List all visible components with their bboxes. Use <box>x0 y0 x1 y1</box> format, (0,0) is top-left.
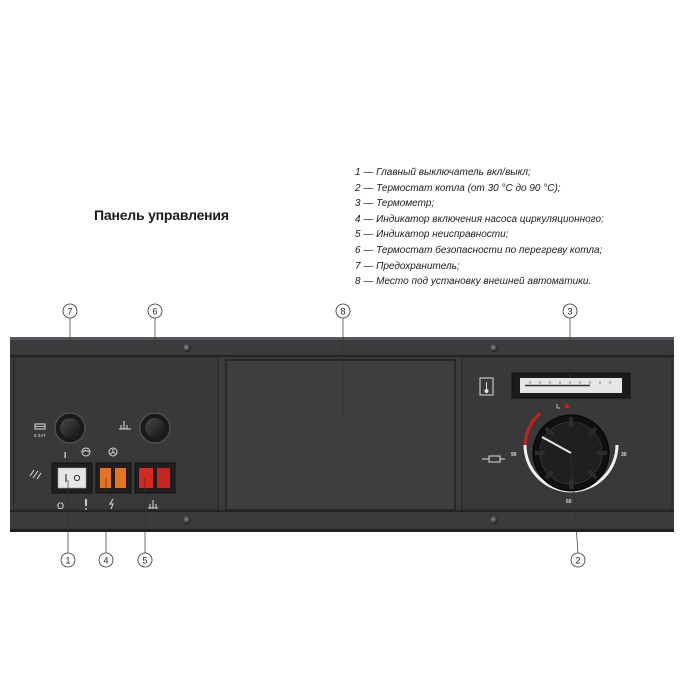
svg-text:5: 5 <box>142 556 147 566</box>
switch-on-label: I <box>64 451 66 460</box>
page-title: Панель управления <box>94 207 229 223</box>
screw <box>490 344 498 352</box>
pump-indicator-light-2 <box>115 468 126 488</box>
callout-6: 6 <box>147 303 163 319</box>
fault-reset-button[interactable] <box>157 468 170 488</box>
screw <box>490 516 498 524</box>
dial-scale-90: 90 <box>511 452 517 458</box>
legend-item-2: 2 — Термостат котла (от 30 °С до 90 °С); <box>355 182 561 194</box>
switch-off-label: O <box>57 501 64 511</box>
legend-item-7: 7 — Предохранитель; <box>355 260 460 272</box>
dial-scale-60: 60 <box>566 499 572 505</box>
fault-icon <box>148 500 158 509</box>
legend-item-6: 6 — Термостат безопасности по перегреву … <box>355 244 603 256</box>
fuse-holder[interactable] <box>54 412 86 444</box>
svg-text:8: 8 <box>340 307 345 317</box>
callout-5: 5 <box>137 552 153 568</box>
svg-text:3: 3 <box>567 307 572 317</box>
panel-screws <box>183 344 498 524</box>
callout-leaders <box>67 318 579 554</box>
thermometer-icon <box>479 377 494 396</box>
svg-text:4: 4 <box>103 556 108 566</box>
legend-item-8: 8 — Место под установку внешней автомати… <box>355 276 592 288</box>
legend-item-4: 4 — Индикатор включения насоса циркуляци… <box>355 213 604 225</box>
dial-scale-30: 30 <box>621 452 627 458</box>
pump-indicator-light <box>100 468 111 488</box>
fuse-rating-label: 6.3AT <box>34 433 46 438</box>
callout-7: 7 <box>62 303 78 319</box>
dial-red-marker-icon <box>556 403 570 409</box>
pump-icon <box>81 447 91 457</box>
fault-indicator-light[interactable] <box>139 468 153 488</box>
legend-item-1: 1 — Главный выключатель вкл/выкл; <box>355 167 531 178</box>
screw <box>183 516 191 524</box>
main-power-switch[interactable] <box>51 462 93 494</box>
overheat-icon <box>119 421 131 430</box>
legend-item-3: 3 — Термометр; <box>355 198 435 210</box>
callout-2: 2 <box>570 552 586 568</box>
fault-indicator-panel <box>134 462 176 494</box>
pump-indicator-panel <box>95 462 132 494</box>
callout-1: 1 <box>60 552 76 568</box>
callout-8: 8 <box>335 303 351 319</box>
callout-3: 3 <box>562 303 578 319</box>
screw <box>183 344 191 352</box>
svg-text:1: 1 <box>65 556 70 566</box>
lightning-icon <box>109 498 114 510</box>
legend-item-5: 5 — Индикатор неисправности; <box>355 229 509 241</box>
svg-text:2: 2 <box>575 556 580 566</box>
svg-text:7: 7 <box>67 307 72 317</box>
overheat-thermostat-button[interactable] <box>139 412 171 444</box>
callout-4: 4 <box>98 552 114 568</box>
thermometer-gauge <box>511 372 631 399</box>
legend-list: 1 — Главный выключатель вкл/выкл; 2 — Те… <box>355 165 604 290</box>
fuse-icon <box>34 423 46 430</box>
panel-body <box>10 337 674 532</box>
svg-text:6: 6 <box>152 307 157 317</box>
fan-icon <box>108 447 118 457</box>
hand-icon <box>29 469 42 480</box>
warning-icon <box>85 499 87 510</box>
radiator-icon <box>482 455 505 463</box>
